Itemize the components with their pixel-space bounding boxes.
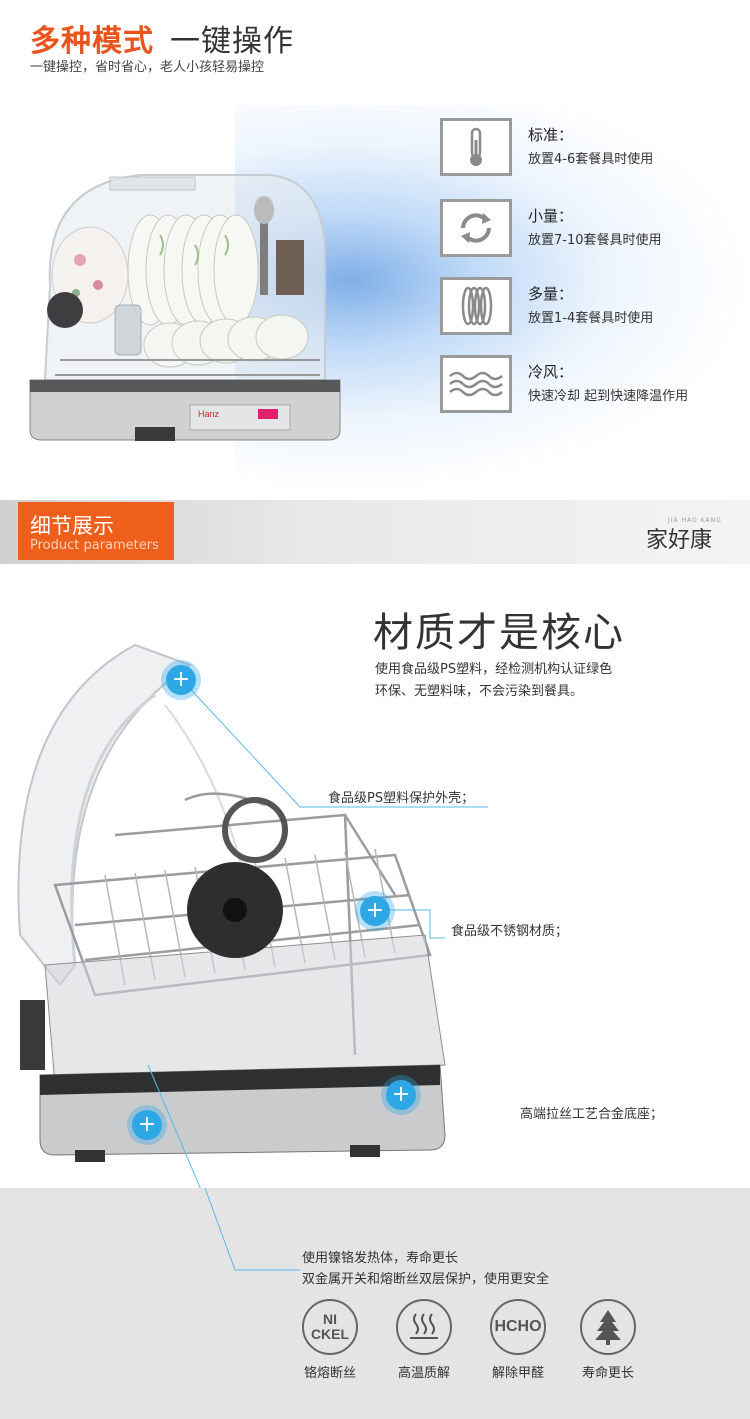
feature-label-heat: 高温质解: [397, 1366, 450, 1381]
feature-label-hcho: 解除甲醛: [491, 1366, 544, 1381]
modes-title-main: 多种模式: [30, 24, 154, 59]
modes-title-sub: 一键操作: [170, 24, 294, 59]
mode-desc: 快速冷却 起到快速降温作用: [528, 389, 689, 404]
hcho-icon: HCHO: [490, 1299, 546, 1355]
detail-banner-tab: [18, 502, 174, 560]
mode-cold-air: 冷风： 快速冷却 起到快速降温作用: [440, 355, 740, 417]
callout-steel: 食品级不锈钢材质；: [451, 924, 569, 939]
wind-waves-icon: [440, 355, 512, 413]
material-title: 材质才是核心: [373, 610, 625, 656]
panel-brand-label: Hanz: [198, 409, 220, 419]
tree-icon: [580, 1299, 636, 1355]
brand-name-cn: 家好康: [646, 528, 713, 553]
marker-steel-plus-icon[interactable]: +: [360, 896, 390, 926]
nickel-icon-line-1: NI: [323, 1311, 337, 1327]
mode-small: 小量： 放置7-10套餐具时使用: [440, 199, 740, 261]
nickel-icon: NI CKEL: [302, 1299, 358, 1355]
dish-dryer-product-image: Hanz: [29, 174, 341, 441]
nickel-icon-line-2: CKEL: [310, 1326, 350, 1342]
brand-name-en: JIA HAO KANG: [668, 517, 722, 524]
mode-name: 小量：: [528, 207, 574, 225]
material-desc-line-1: 使用食品级PS塑料，经检测机构认证绿色: [375, 662, 613, 677]
marker-base-plus-icon[interactable]: +: [386, 1080, 416, 1110]
mode-desc: 放置7-10套餐具时使用: [528, 233, 662, 248]
thermometer-icon: [440, 118, 512, 176]
feature-label-nickel: 铬熔断丝: [303, 1366, 356, 1381]
feature-label-life: 寿命更长: [581, 1366, 634, 1381]
callout-shell: 食品级PS塑料保护外壳；: [328, 791, 475, 806]
cycle-arrows-icon: [440, 199, 512, 257]
mode-large: 多量： 放置1-4套餐具时使用: [440, 277, 740, 339]
callout-base: 高端拉丝工艺合金底座；: [520, 1107, 664, 1122]
mode-desc: 放置4-6套餐具时使用: [528, 152, 654, 167]
mode-name: 冷风：: [528, 363, 574, 381]
marker-shell-plus-icon[interactable]: +: [166, 665, 196, 695]
modes-subtitle: 一键操控，省时省心，老人小孩轻易操控: [30, 60, 265, 75]
stacked-plates-icon: [440, 277, 512, 335]
heater-callout-line: [204, 1188, 300, 1271]
hcho-icon-text: HCHO: [494, 1318, 542, 1335]
callout-lines: [147, 679, 488, 1271]
banner-title-cn: 细节展示: [30, 514, 114, 538]
mode-desc: 放置1-4套餐具时使用: [528, 311, 654, 326]
open-dish-dryer-image: [17, 643, 446, 1162]
feature-desc-line-1: 使用镍铬发热体，寿命更长: [302, 1251, 459, 1266]
material-desc-line-2: 环保、无塑料味，不会污染到餐具。: [375, 684, 584, 699]
mode-name: 标准：: [528, 126, 574, 144]
heat-waves-icon: [396, 1299, 452, 1355]
feature-panel: [0, 1188, 750, 1419]
feature-desc-line-2: 双金属开关和熔断丝双层保护，使用更安全: [302, 1272, 550, 1287]
mode-name: 多量：: [528, 285, 574, 303]
mode-standard: 标准： 放置4-6套餐具时使用: [440, 118, 740, 180]
banner-title-en: Product parameters: [30, 538, 159, 553]
marker-heater-plus-icon[interactable]: +: [132, 1110, 162, 1140]
